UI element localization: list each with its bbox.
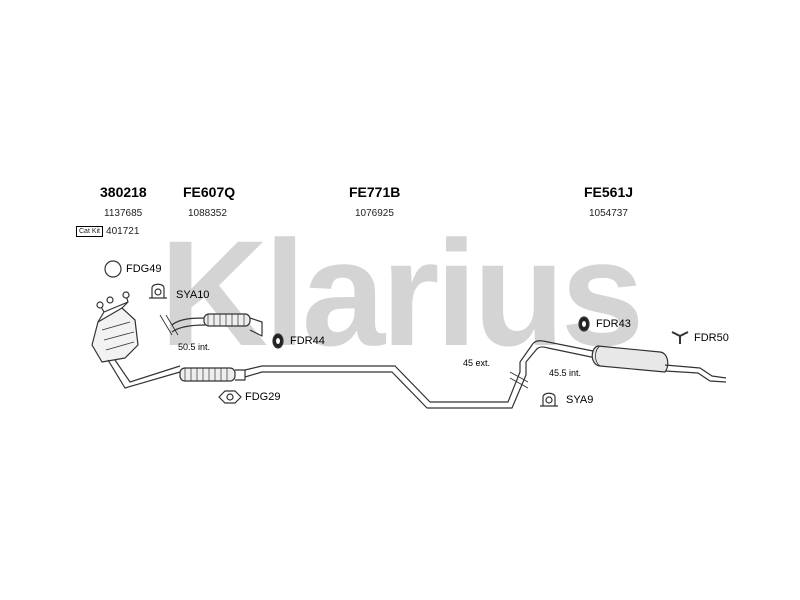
dimension-label-front: 50.5 int. <box>178 342 211 352</box>
fitting-label-fdr43: FDR43 <box>596 318 631 330</box>
rubber-mount-icon[interactable] <box>272 333 284 349</box>
part-number-fe607q: 1088352 <box>188 208 227 219</box>
front-flex-pipe[interactable] <box>171 313 263 337</box>
centre-pipe[interactable] <box>244 362 527 409</box>
catalytic-converter[interactable] <box>91 291 181 389</box>
part-code-380218: 380218 <box>100 184 147 200</box>
part-number-fe771b: 1076925 <box>355 208 394 219</box>
clamp-icon[interactable] <box>149 283 167 299</box>
fitting-label-fdg29: FDG29 <box>245 391 281 403</box>
part-code-fe771b: FE771B <box>349 184 401 200</box>
svg-text:Klarius: Klarius <box>160 209 641 377</box>
rubber-mount-icon[interactable] <box>578 316 590 332</box>
rear-silencer[interactable] <box>519 340 727 383</box>
part-number-380218: 1137685 <box>104 208 143 219</box>
clamp-icon[interactable] <box>540 392 558 407</box>
hanger-icon[interactable] <box>671 331 689 344</box>
fitting-label-fdr50: FDR50 <box>694 332 729 344</box>
fitting-label-fdg49: FDG49 <box>126 263 162 275</box>
fitting-label-sya9: SYA9 <box>566 394 594 406</box>
dimension-label-rear-int: 45.5 int. <box>549 368 582 378</box>
fitting-label-sya10: SYA10 <box>176 289 210 301</box>
lower-flex-pipe[interactable] <box>179 367 246 382</box>
part-code-fe607q: FE607Q <box>183 184 236 200</box>
gasket-ring-icon[interactable] <box>104 260 122 278</box>
fitting-label-fdr44: FDR44 <box>290 335 325 347</box>
dimension-label-rear-ext: 45 ext. <box>463 358 491 368</box>
cat-kit-number: 401721 <box>106 226 140 238</box>
oval-gasket-icon[interactable] <box>218 390 242 404</box>
cat-kit-badge: Cat Kit <box>76 226 104 237</box>
part-number-fe561j: 1054737 <box>589 208 628 219</box>
part-code-fe561j: FE561J <box>584 184 634 200</box>
